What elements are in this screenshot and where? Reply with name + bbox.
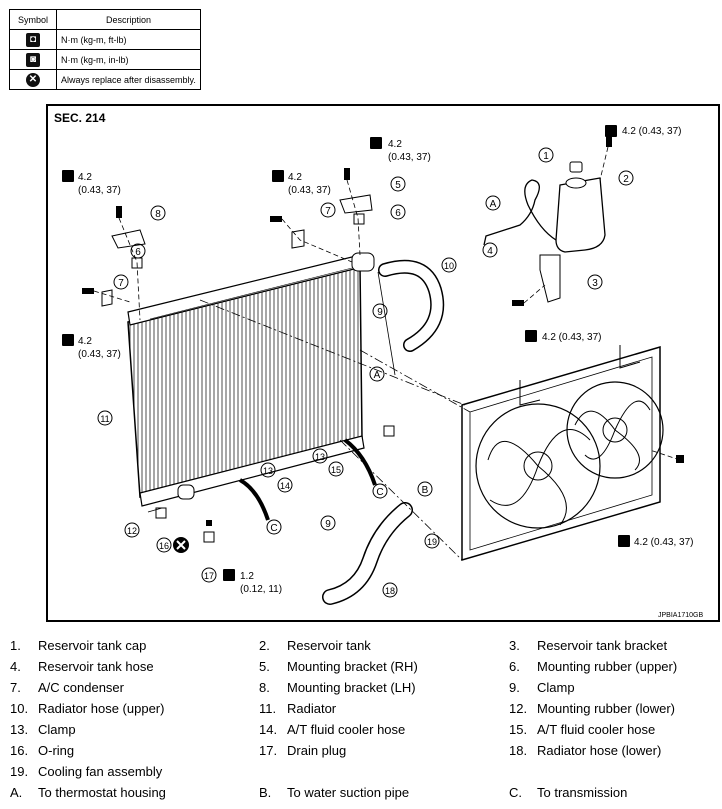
symbol-description: N·m (kg-m, ft-lb) bbox=[56, 29, 201, 50]
upper-hose bbox=[378, 259, 445, 352]
callout: 6 bbox=[135, 247, 141, 258]
callout: 13 bbox=[263, 466, 273, 476]
torque-sub: (0.43, 37) bbox=[288, 185, 331, 196]
symbol-header: Symbol bbox=[9, 9, 57, 30]
torque-sub: (0.43, 37) bbox=[78, 349, 121, 360]
callout: 9 bbox=[325, 519, 331, 530]
callouts bbox=[97, 147, 634, 598]
callout: 12 bbox=[127, 526, 137, 536]
section-label: SEC. 214 bbox=[54, 111, 106, 125]
torque-sub: (0.12, 11) bbox=[240, 584, 282, 595]
torque-value: 4.2 (0.43, 37) bbox=[634, 537, 693, 548]
callout: 14 bbox=[280, 481, 290, 491]
symbol-description: Always replace after disassembly. bbox=[56, 69, 201, 90]
callout: 6 bbox=[395, 208, 401, 219]
callout: A bbox=[374, 370, 381, 381]
torque-value: 1.2 bbox=[240, 571, 254, 582]
callout: 1 bbox=[543, 151, 549, 162]
callout: 7 bbox=[118, 278, 124, 289]
callout: 18 bbox=[385, 586, 395, 596]
symbol-table: Symbol Description ◘ N·m (kg-m, ft-lb) ◙… bbox=[9, 9, 201, 90]
callout: 2 bbox=[623, 174, 629, 185]
torque-value: 4.2 bbox=[388, 139, 402, 150]
callout: 4 bbox=[487, 246, 493, 257]
torque-value: 4.2 bbox=[288, 172, 302, 183]
drawing-code: JPBIA1710GB bbox=[658, 612, 704, 619]
callout: 16 bbox=[159, 541, 169, 551]
callout: 19 bbox=[427, 537, 437, 547]
torque-sub: (0.43, 37) bbox=[78, 185, 121, 196]
lower-hose bbox=[322, 502, 413, 605]
callout: C bbox=[270, 523, 277, 534]
callout: 8 bbox=[155, 209, 161, 220]
torque-sub: (0.43, 37) bbox=[388, 152, 431, 163]
cooler-hose-14 bbox=[238, 478, 270, 521]
torque-value: 4.2 (0.43, 37) bbox=[622, 126, 681, 137]
reservoir-tank bbox=[483, 161, 606, 303]
radiator bbox=[127, 252, 375, 507]
callout: 9 bbox=[377, 307, 383, 318]
callout-labels: 1 2 3 4 5 6 6 7 7 8 9 9 10 11 12 13 13 1… bbox=[100, 151, 629, 596]
cooling-fan-assembly bbox=[461, 345, 664, 562]
torque-wrench-small-icon: ◙ bbox=[26, 52, 40, 67]
torque-wrench-icon: ◘ bbox=[26, 32, 40, 47]
callout: 17 bbox=[204, 571, 214, 581]
callout: 7 bbox=[325, 206, 331, 217]
cooler-hose-15 bbox=[343, 438, 377, 486]
torque-value: 4.2 (0.43, 37) bbox=[542, 332, 601, 343]
leader-lines bbox=[93, 146, 681, 561]
callout: C bbox=[376, 487, 383, 498]
torque-wrench-icons bbox=[62, 125, 630, 581]
callout: 10 bbox=[444, 261, 454, 271]
exploded-diagram: 1 2 3 4 5 6 6 7 7 8 9 9 10 11 12 13 13 1… bbox=[62, 125, 693, 605]
symbol-description: N·m (kg-m, in-lb) bbox=[56, 49, 201, 70]
replace-x-icon: ✕ bbox=[26, 72, 40, 87]
callout: 3 bbox=[592, 278, 598, 289]
description-header: Description bbox=[56, 9, 201, 30]
callout: 5 bbox=[395, 180, 401, 191]
callout: A bbox=[490, 199, 497, 210]
brackets bbox=[82, 135, 684, 543]
torque-value: 4.2 bbox=[78, 336, 92, 347]
callout: B bbox=[422, 485, 429, 496]
diagram-frame bbox=[46, 104, 720, 622]
replace-x-icon bbox=[173, 537, 189, 553]
callout: 13 bbox=[315, 452, 325, 462]
callout: 15 bbox=[331, 465, 341, 475]
callout: 11 bbox=[100, 414, 109, 424]
torque-labels: 4.2 (0.43, 37) 4.2 (0.43, 37) 4.2 (0.43,… bbox=[78, 126, 693, 595]
torque-value: 4.2 bbox=[78, 172, 92, 183]
